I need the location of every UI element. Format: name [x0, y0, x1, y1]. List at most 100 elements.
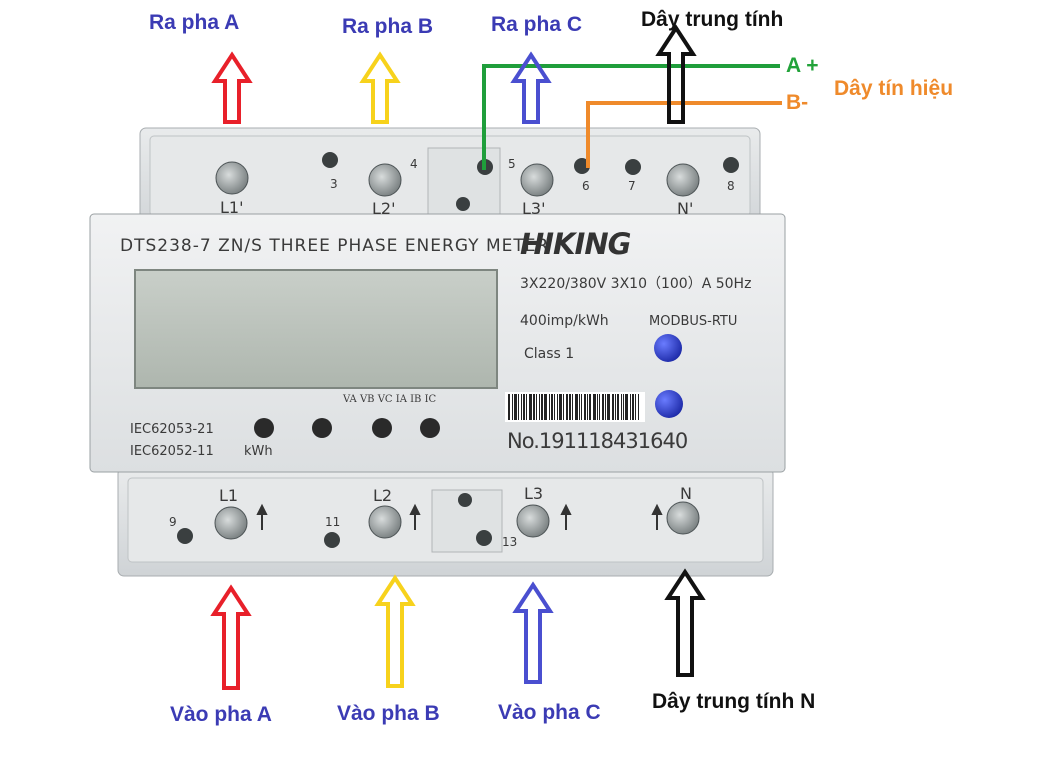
barcode-bar [551, 394, 553, 420]
barcode-bar [615, 394, 616, 420]
comm-label: MODBUS-RTU [649, 314, 738, 329]
barcode-bar [599, 394, 600, 420]
arrow-out-phase-b [359, 51, 401, 124]
barcode [508, 394, 639, 420]
bottom-screws [177, 493, 700, 548]
label-out-phase-c: Ra pha C [491, 13, 583, 36]
modbus-button-upper[interactable] [654, 334, 682, 362]
barcode-bar [544, 394, 547, 420]
label-out-phase-a: Ra pha A [149, 11, 240, 34]
arrow-in-phase-c [512, 581, 554, 684]
terminal-label-9: 9 [169, 515, 177, 529]
terminal-label-l2-in: L2 [373, 486, 393, 505]
terminal-label-l3-in: L3 [524, 484, 544, 503]
barcode-bar [523, 394, 525, 420]
barcode-bar [566, 394, 568, 420]
barcode-bar [587, 394, 588, 420]
meter-model-text: DTS238-7 ZN/S THREE PHASE ENERGY METER [120, 236, 550, 256]
signal-wire-b [586, 101, 782, 168]
barcode-bar [602, 394, 604, 420]
barcode-bar [563, 394, 564, 420]
barcode-bar [623, 394, 624, 420]
barcode-bar [607, 394, 610, 420]
indicator-leds [254, 418, 440, 438]
terminal-label-4: 4 [410, 157, 418, 171]
label-neutral-top: Dây trung tính [641, 8, 784, 31]
label-in-phase-a: Vào pha A [170, 703, 272, 726]
terminal-label-5: 5 [508, 157, 516, 171]
barcode-bar [526, 394, 527, 420]
terminal-label-11: 11 [325, 515, 341, 529]
label-out-phase-b: Ra pha B [342, 15, 434, 38]
label-in-phase-c: Vào pha C [498, 701, 601, 724]
barcode-bar [632, 394, 634, 420]
barcode-bar [557, 394, 558, 420]
barcode-bar [617, 394, 619, 420]
barcode-bar [554, 394, 555, 420]
constant-text: 400imp/kWh [520, 313, 609, 329]
terminal-label-n-in: N [680, 484, 692, 503]
serial-number: No.191118431640 [507, 429, 688, 453]
standard-1: IEC62053-21 [130, 422, 214, 437]
terminal-label-l1-out: L1' [220, 198, 244, 217]
barcode-bar [539, 394, 540, 420]
brand-logo: HIKING [520, 227, 631, 261]
barcode-bar [630, 394, 631, 420]
terminal-label-n-out: N' [677, 199, 694, 218]
top-terminal-block [139, 127, 761, 239]
barcode-bar [638, 394, 639, 420]
barcode-bar [536, 394, 537, 420]
label-neutral-bottom: Dây trung tính N [652, 690, 816, 713]
class-text: Class 1 [524, 346, 575, 362]
indicator-labels: VA VB VC IA IB IC [343, 394, 437, 405]
barcode-bar [512, 394, 513, 420]
label-signal-wire: Dây tín hiệu [834, 77, 954, 100]
barcode-bar [514, 394, 517, 420]
barcode-bar [575, 394, 578, 420]
phase-arrows [210, 24, 706, 690]
barcode-bar [635, 394, 636, 420]
barcode-bar [593, 394, 596, 420]
barcode-bar [533, 394, 535, 420]
barcode-bar [549, 394, 550, 420]
arrow-in-phase-a [210, 584, 252, 690]
barcode-bar [625, 394, 628, 420]
barcode-bar [579, 394, 580, 420]
barcode-bar [572, 394, 573, 420]
barcode-bar [621, 394, 622, 420]
bottom-terminal-block [117, 467, 774, 577]
label-signal-a: A + [786, 54, 819, 77]
modbus-button-lower[interactable] [655, 390, 683, 418]
barcode-bar [589, 394, 591, 420]
standard-2: IEC62052-11 [130, 444, 214, 459]
barcode-bar [584, 394, 586, 420]
lcd-display [134, 269, 498, 389]
arrow-neutral-bottom [664, 568, 706, 677]
barcode-bar [541, 394, 543, 420]
barcode-bar [605, 394, 606, 420]
terminal-label-3: 3 [330, 177, 338, 191]
terminal-label-l1-in: L1 [219, 486, 239, 505]
label-signal-b: B- [786, 91, 809, 114]
barcode-bar [559, 394, 562, 420]
terminal-label-6: 6 [582, 179, 590, 193]
arrow-neutral-top [655, 24, 697, 124]
arrow-out-phase-a [211, 51, 253, 124]
barcode-bar [521, 394, 522, 420]
arrow-in-phase-b [374, 574, 416, 688]
top-screws [215, 152, 739, 211]
barcode-bar [597, 394, 598, 420]
meter-face [89, 213, 786, 473]
arrow-out-phase-c [510, 51, 552, 124]
terminal-up-arrows [256, 503, 663, 530]
barcode-bar [508, 394, 510, 420]
barcode-bar [569, 394, 571, 420]
unit-label: kWh [244, 444, 273, 459]
barcode-bar [518, 394, 519, 420]
terminal-label-7: 7 [628, 179, 636, 193]
terminal-label-l3-out: L3' [522, 199, 546, 218]
barcode-bar [581, 394, 582, 420]
barcode-bar [612, 394, 614, 420]
label-in-phase-b: Vào pha B [337, 702, 440, 725]
